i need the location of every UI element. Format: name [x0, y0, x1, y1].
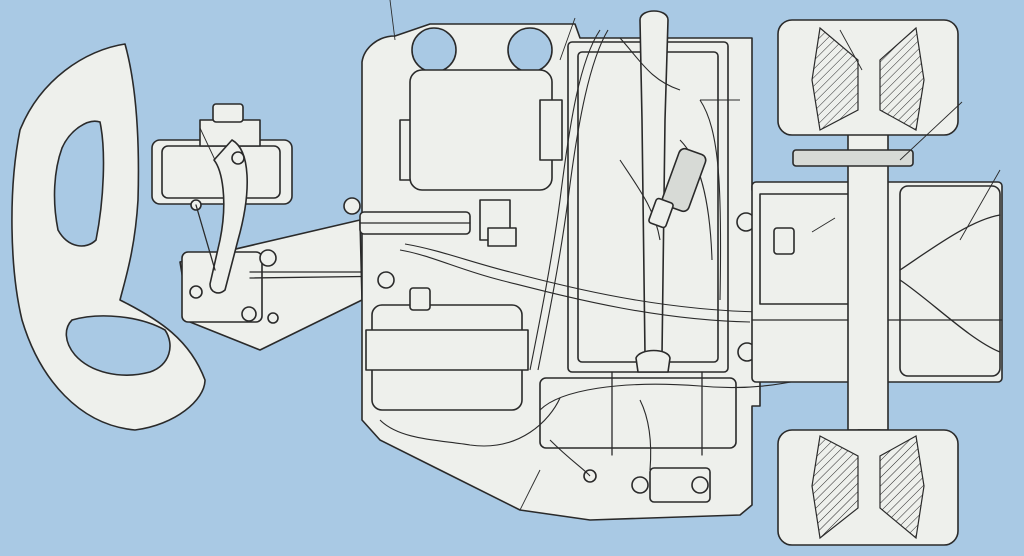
bolt: [377, 271, 395, 289]
lower-battery: [539, 371, 737, 503]
bolt: [189, 285, 203, 299]
servo-horn: [209, 139, 248, 294]
receiver-box: [399, 69, 563, 191]
steering-plate-cutout-lower: [65, 315, 171, 376]
gear: [792, 149, 914, 167]
wiring: [379, 29, 841, 477]
wheel-lower: [777, 429, 959, 546]
wheel-upper: [777, 19, 959, 136]
steering-plate-cutout-upper: [53, 120, 105, 247]
plug-connector: [648, 147, 707, 229]
central-strap: [635, 10, 671, 373]
steering-servo: [151, 103, 293, 294]
leader-lines: [199, 0, 1001, 511]
bolt: [259, 249, 277, 267]
chassis-hole: [507, 27, 553, 73]
bolt: [267, 312, 279, 324]
steering-plate: [11, 43, 206, 431]
bolt: [241, 306, 257, 322]
chassis-hole: [411, 27, 457, 73]
throttle-servo: [365, 287, 529, 411]
rear-motor: [751, 181, 1003, 383]
switch-assembly: [343, 197, 517, 247]
